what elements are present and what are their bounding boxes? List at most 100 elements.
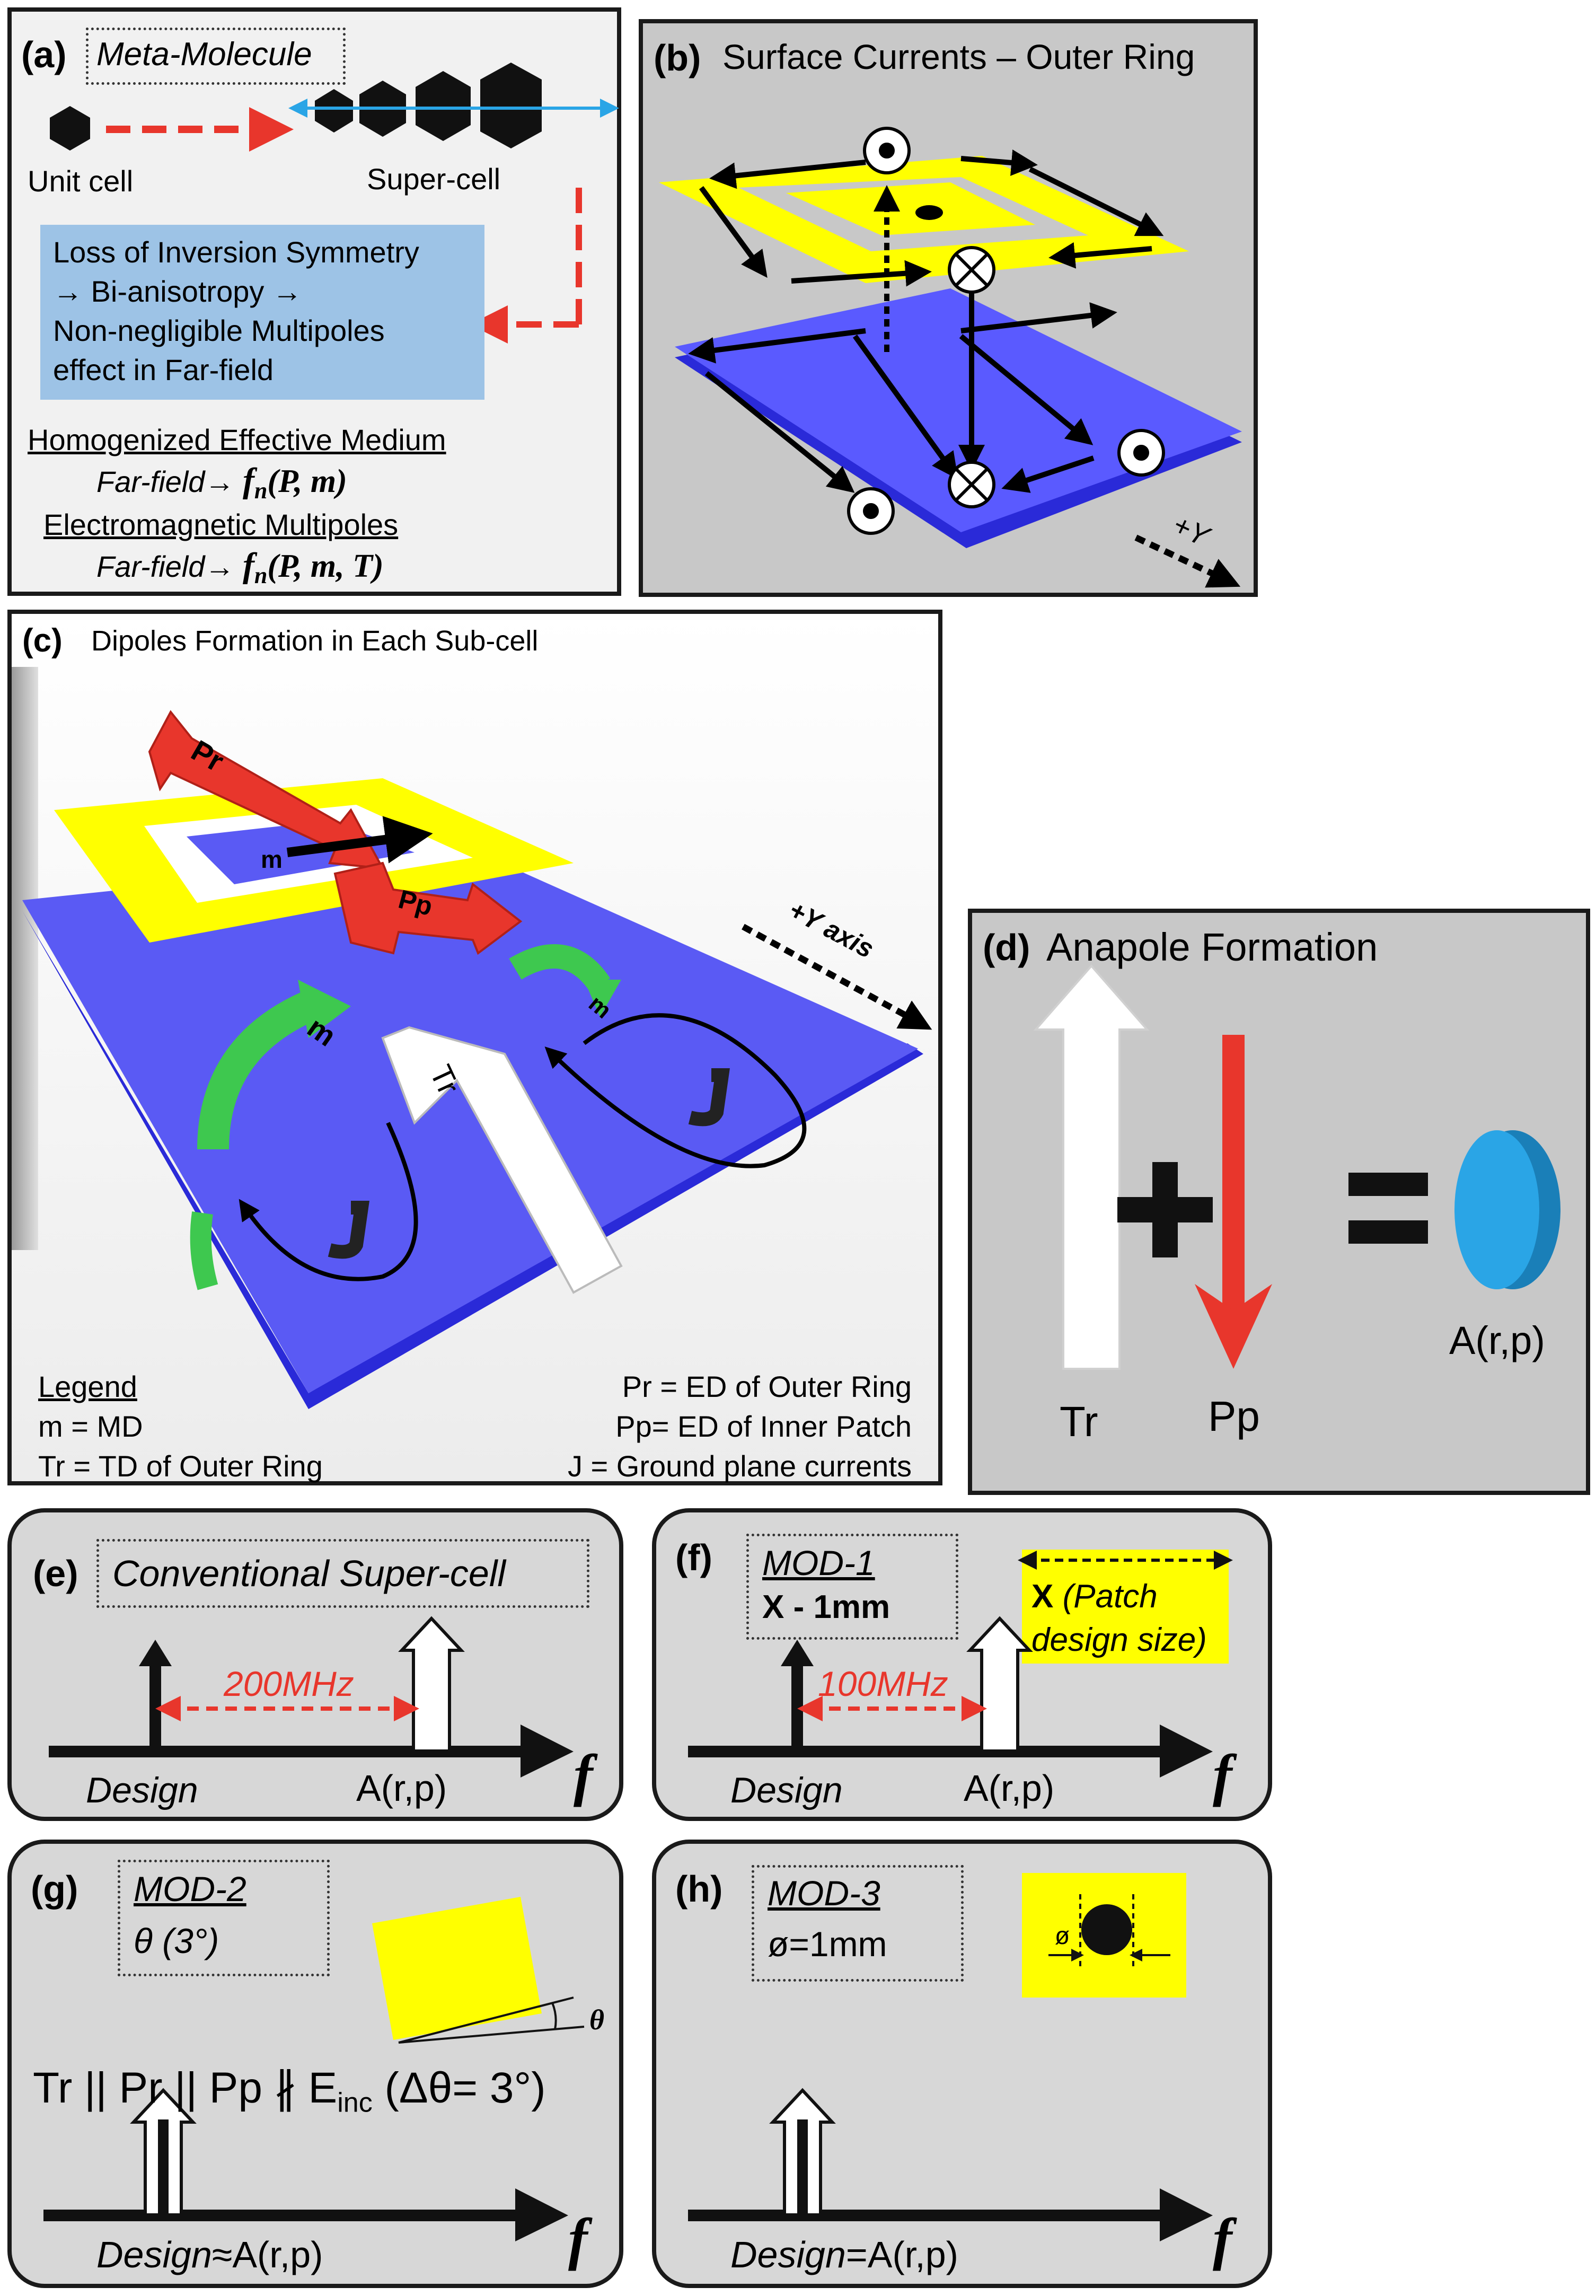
panel-h-label: (h) [675,1868,723,1910]
legend-pp: Pp= ED of Inner Patch [615,1410,912,1443]
info-line-3: Non-negligible Multipoles [53,314,385,347]
meta-molecule-title: Meta-Molecule [96,36,312,73]
hole-dia-label: ø [1055,1922,1070,1949]
mod1-box [746,1534,958,1640]
mod2-title: MOD-2 [134,1869,246,1908]
legend-pr: Pr = ED of Outer Ring [622,1370,912,1403]
f-axis [43,2210,531,2221]
panel-g: (g) MOD-2 θ (3°) θ Tr || Pr || Pp ∦ Einc… [7,1840,623,2288]
panel-f-label: (f) [675,1537,712,1578]
current-j-glyph-left [328,1201,369,1259]
info-line-1: Loss of Inversion Symmetry [53,235,419,269]
out-of-page-top [863,127,911,174]
anapole-marker [966,1616,1033,1753]
panel-c: (c) Dipoles Formation in Each Sub-cell P… [7,610,942,1485]
design-word: Design [96,2234,212,2275]
current-j-left [239,1122,418,1281]
panel-a: (a) Meta-Molecule Unit cell Super-cell L… [7,7,621,596]
panel-h: (h) MOD-3 ø=1mm ø Design=A(r,p) f [652,1840,1272,2288]
panel-d: (d) Anapole Formation Tr Pp A(r,p) [968,909,1590,1495]
gap-label: 200MHz [224,1664,354,1703]
gap-label: 100MHz [818,1664,948,1703]
patch-size-rest: (Patch [1062,1578,1158,1615]
unit-cell-hexagon [50,106,90,151]
relation-main: Tr || Pr || Pp ∦ E [33,2064,338,2112]
hom-fn: f [242,461,254,500]
panel-e-label: (e) [33,1553,78,1594]
f-axis-label: f [1213,2206,1232,2271]
arrow-m-green-left-head [298,980,351,1038]
theta-arc [551,2002,557,2030]
panel-a-label: (a) [21,34,67,75]
panel-c-edge [12,667,38,1250]
design-label: Design≈A(r,p) [96,2236,323,2273]
legend-j: J = Ground plane currents [567,1449,912,1483]
legend-title: Legend [38,1370,137,1403]
anapole-label: A(r,p) [867,2234,958,2275]
arrow-m-green-edge [190,1211,218,1290]
design-label: Design [86,1770,198,1810]
into-page-bottom [948,461,995,508]
ground-plane-top [675,288,1242,532]
design-label: Design [730,1770,843,1810]
approx-sign: ≈ [211,2234,233,2275]
design-marker [149,1661,161,1751]
panel-c-graphics [22,710,932,1409]
arrow-m-label: m [261,846,283,873]
patch-size-text-1: X (Patch [1031,1580,1158,1613]
panel-g-label: (g) [31,1868,78,1910]
conventional-box [96,1539,589,1608]
hom-args: (P, m) [267,463,347,499]
hole-circle [1081,1904,1132,1955]
anapole-label: A(r,p) [1449,1318,1545,1362]
panel-b-label: (b) [654,37,701,78]
equals-sign: = [845,2234,868,2275]
design-marker [797,2119,808,2215]
panel-d-title: Anapole Formation [1046,925,1378,969]
arrow-m-black [286,816,433,864]
design-label: Design=A(r,p) [730,2236,958,2273]
f-axis-label: f [568,2206,588,2271]
f-axis-head [515,2188,568,2241]
panel-d-label: (d) [983,927,1030,968]
info-line-4: effect in Far-field [53,353,274,386]
into-page-mid [948,246,995,294]
f-axis [688,2210,1176,2221]
mod1-title: MOD-1 [762,1543,875,1582]
tr-arrow [1033,964,1150,1370]
info-line-2: → Bi-anisotropy → [53,275,302,308]
design-marker-head [139,1640,172,1666]
arrow-m-green-right [509,944,611,992]
super-cell-hex-3 [416,71,471,141]
ground-plane [22,852,918,1393]
panel-e: (e) Conventional Super-cell 200MHz Desig… [7,1508,623,1821]
panel-c-label: (c) [22,622,63,659]
arrow-tr [381,1026,623,1294]
anapole-label: A(r,p) [232,2234,323,2275]
info-box [40,225,484,400]
mod3-title: MOD-3 [768,1873,880,1913]
panel-b: (b) Surface Currents – Outer Ring [639,19,1258,597]
panel-f: (f) MOD-1 X - 1mm X (Patch design size) … [652,1508,1272,1821]
panel-b-title: Surface Currents – Outer Ring [722,37,1195,76]
f-axis-head [1160,2188,1213,2241]
ground-plane-side [22,911,923,1409]
panel-d-graphics [1033,964,1560,1370]
panel-b-graphics [659,127,1242,588]
super-cell-label: Super-cell [367,162,501,196]
anapole-label: A(r,p) [964,1767,1055,1809]
design-marker [158,2119,169,2215]
pp-arrow-shaft [1222,1035,1245,1310]
f-axis-head [521,1725,574,1778]
meta-molecule-box [86,28,346,85]
anapole-disk [1454,1130,1539,1289]
panel-c-title: Dipoles Formation in Each Sub-cell [91,625,539,657]
f-axis [688,1746,1176,1757]
homogenized-title: Homogenized Effective Medium [28,423,446,456]
super-cell-hex-1 [315,89,353,133]
pp-arrow-head [1195,1284,1272,1369]
f-axis-head [1160,1725,1213,1778]
em-formula: Far-field→ fn(P, m, T) [96,548,384,587]
tr-label: Tr [1060,1398,1098,1445]
arrow-m-green-left [197,991,315,1150]
